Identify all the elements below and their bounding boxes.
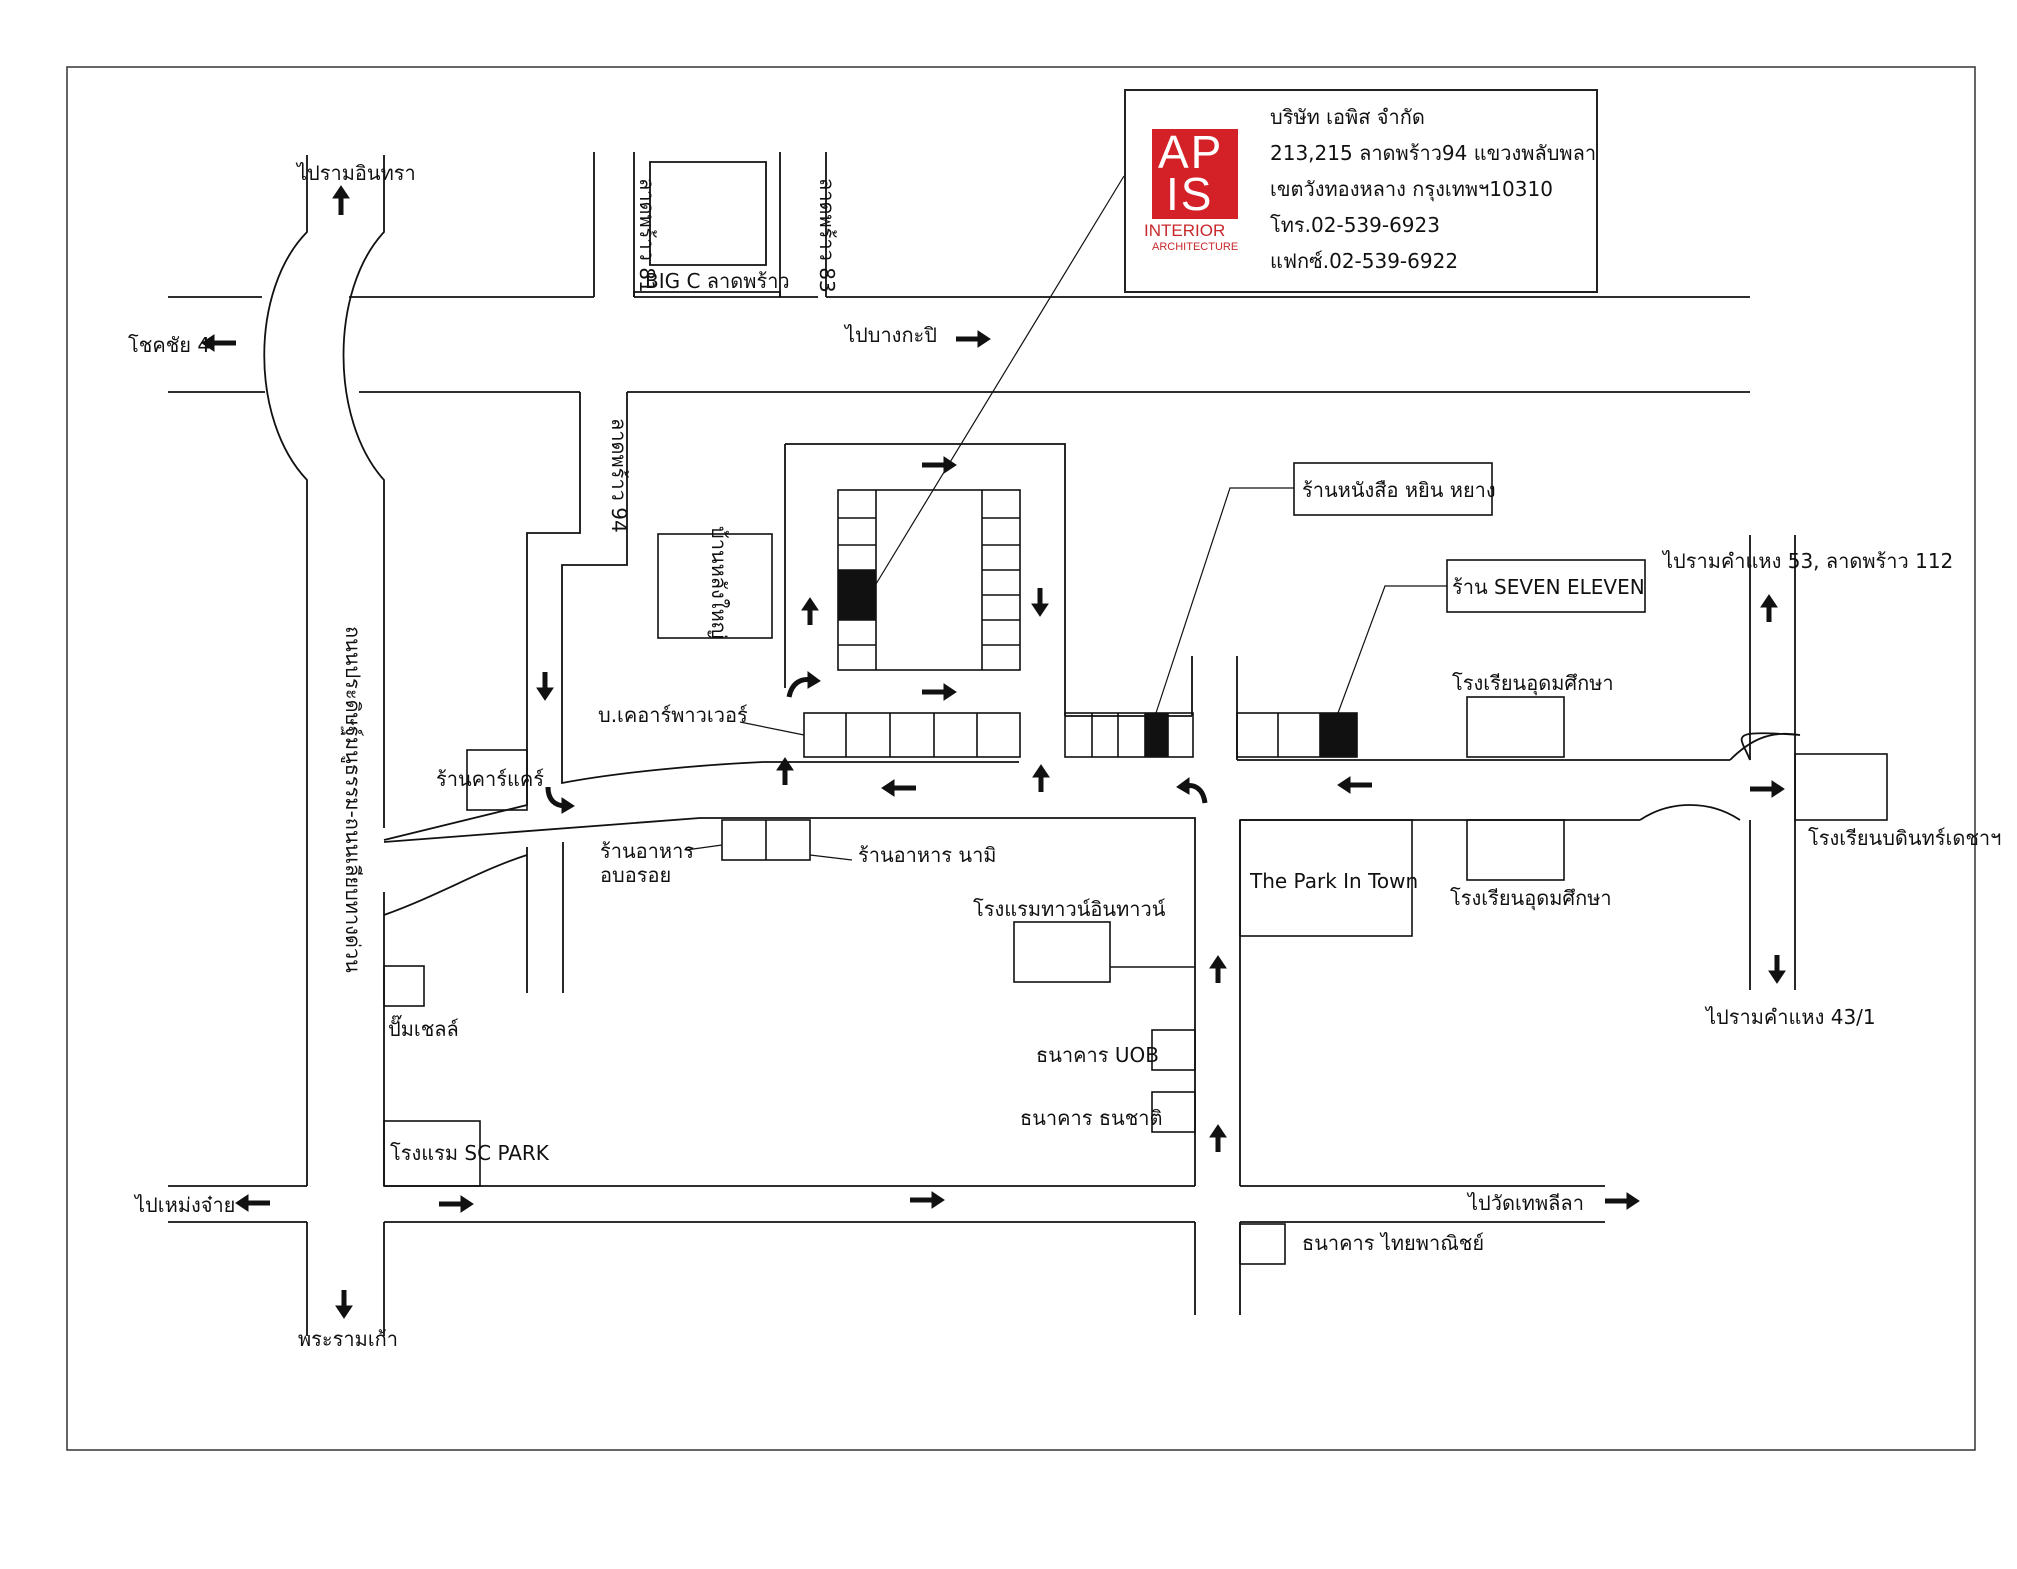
arrow-left-icon	[881, 779, 916, 797]
label-bang-kapi: ไปบางกะปิ	[843, 323, 937, 347]
office-location-marker	[838, 570, 876, 620]
company-address-1: 213,215 ลาดพร้าว94 แขวงพลับพลา	[1270, 141, 1597, 165]
bookstore-marker	[1145, 713, 1168, 757]
label-gas-station: ปั๊มเชลล์	[388, 1014, 459, 1041]
logo-text-1: AP	[1158, 126, 1224, 178]
arrow-down-icon	[536, 672, 554, 701]
map-labels: ไปรามอินทรา โชคชัย 4 ไปบางกะปิ ไปรามคำแห…	[128, 161, 2001, 1351]
turn-arrow-icon	[786, 671, 821, 698]
label-bigc: BIG C ลาดพร้าว	[645, 269, 790, 293]
company-address-2: เขตวังทองหลาง กรุงเทพฯ10310	[1270, 177, 1553, 201]
arrow-left-icon	[235, 1194, 270, 1212]
company-name: บริษัท เอพิส จำกัด	[1270, 105, 1425, 129]
highlight-blocks	[838, 570, 1357, 757]
label-book-store: ร้านหนังสือ หยิน หยาง	[1302, 478, 1496, 502]
label-seven-eleven: ร้าน SEVEN ELEVEN	[1452, 575, 1645, 599]
label-bank-uob: ธนาคาร UOB	[1036, 1043, 1159, 1067]
arrow-up-icon	[1209, 955, 1227, 983]
arrow-up-icon	[1032, 764, 1050, 792]
label-ram-inthra: ไปรามอินทรา	[295, 161, 416, 185]
arrow-right-icon	[956, 330, 991, 348]
arrow-right-icon	[922, 456, 957, 474]
direction-arrows	[201, 185, 1786, 1319]
label-house: บ้านหลังใหญ่	[707, 526, 731, 639]
company-info-box: AP IS INTERIOR ARCHITECTURE บริษัท เอพิส…	[1124, 89, 1598, 293]
arrow-down-icon	[1768, 955, 1786, 984]
arrow-down-icon	[1031, 588, 1049, 617]
label-chokchai: โชคชัย 4	[128, 333, 210, 357]
label-restaurant-1b: อบอรอย	[600, 863, 671, 887]
label-school-2: โรงเรียนอุดมศึกษา	[1450, 886, 1612, 911]
label-hotel-town: โรงแรมทาวน์อินทาวน์	[973, 897, 1166, 921]
arrow-up-icon	[776, 757, 794, 785]
arrow-up-icon	[801, 597, 819, 625]
arrow-up-icon	[1760, 594, 1778, 622]
company-phone: โทร.02-539-6923	[1270, 213, 1440, 237]
arrow-right-icon	[910, 1191, 945, 1209]
label-main-road: ถนนประดิษฐ์มนูธรรม-ถนนเลียบทางด่วน	[340, 626, 365, 973]
label-hotel-sc: โรงแรม SC PARK	[390, 1141, 550, 1165]
label-soi-81: ลาดพร้าว 81	[635, 178, 659, 293]
company-fax: แฟกซ์.02-539-6922	[1270, 249, 1459, 273]
logo-text-2: IS	[1166, 168, 1214, 220]
turn-arrow-icon	[1176, 777, 1208, 804]
label-restaurant-2: ร้านอาหาร นามิ	[858, 843, 997, 867]
arrow-right-icon	[1750, 780, 1785, 798]
leader-lines	[685, 175, 1447, 861]
arrow-down-icon	[335, 1290, 353, 1319]
label-ramkhamhaeng-53: ไปรามคำแหง 53, ลาดพร้าว 112	[1661, 549, 1953, 573]
label-care-power: บ.เคอาร์พาวเวอร์	[598, 703, 748, 727]
label-school-3: โรงเรียนบดินทร์เดชาฯ	[1808, 826, 2001, 850]
seven-eleven-marker	[1320, 713, 1357, 757]
arrow-left-icon	[1337, 776, 1372, 794]
label-bank-scb: ธนาคาร ไทยพาณิชย์	[1302, 1231, 1484, 1255]
arrow-right-icon	[1605, 1192, 1640, 1210]
label-park-in-town: The Park In Town	[1249, 869, 1418, 893]
arrow-up-icon	[332, 185, 350, 215]
label-rama9: พระรามเก้า	[298, 1327, 398, 1351]
label-mengjai: ไปเหม่งจ๋าย	[133, 1193, 235, 1217]
arrow-left-icon	[201, 334, 236, 352]
arrow-up-icon	[1209, 1124, 1227, 1152]
company-logo: AP IS	[1152, 129, 1238, 219]
map-frame	[66, 66, 1976, 1451]
label-soi-94: ลาดพร้าว 94	[607, 418, 631, 533]
arrow-right-icon	[922, 683, 957, 701]
arrow-right-icon	[439, 1195, 474, 1213]
label-wat-thep: ไปวัดเทพลีลา	[1466, 1191, 1584, 1215]
logo-text-4: ARCHITECTURE	[1152, 241, 1239, 253]
label-soi-83: ลาดพร้าว 83	[815, 178, 839, 293]
label-car-care: ร้านคาร์แคร์	[436, 767, 544, 791]
turn-arrow-icon	[545, 786, 575, 814]
label-bank-thanachart: ธนาคาร ธนชาติ	[1020, 1106, 1163, 1130]
label-ramkhamhaeng-43: ไปรามคำแหง 43/1	[1704, 1005, 1876, 1029]
label-school-1: โรงเรียนอุดมศึกษา	[1452, 671, 1614, 696]
label-restaurant-1a: ร้านอาหาร	[600, 839, 694, 863]
logo-text-3: INTERIOR	[1144, 221, 1226, 240]
